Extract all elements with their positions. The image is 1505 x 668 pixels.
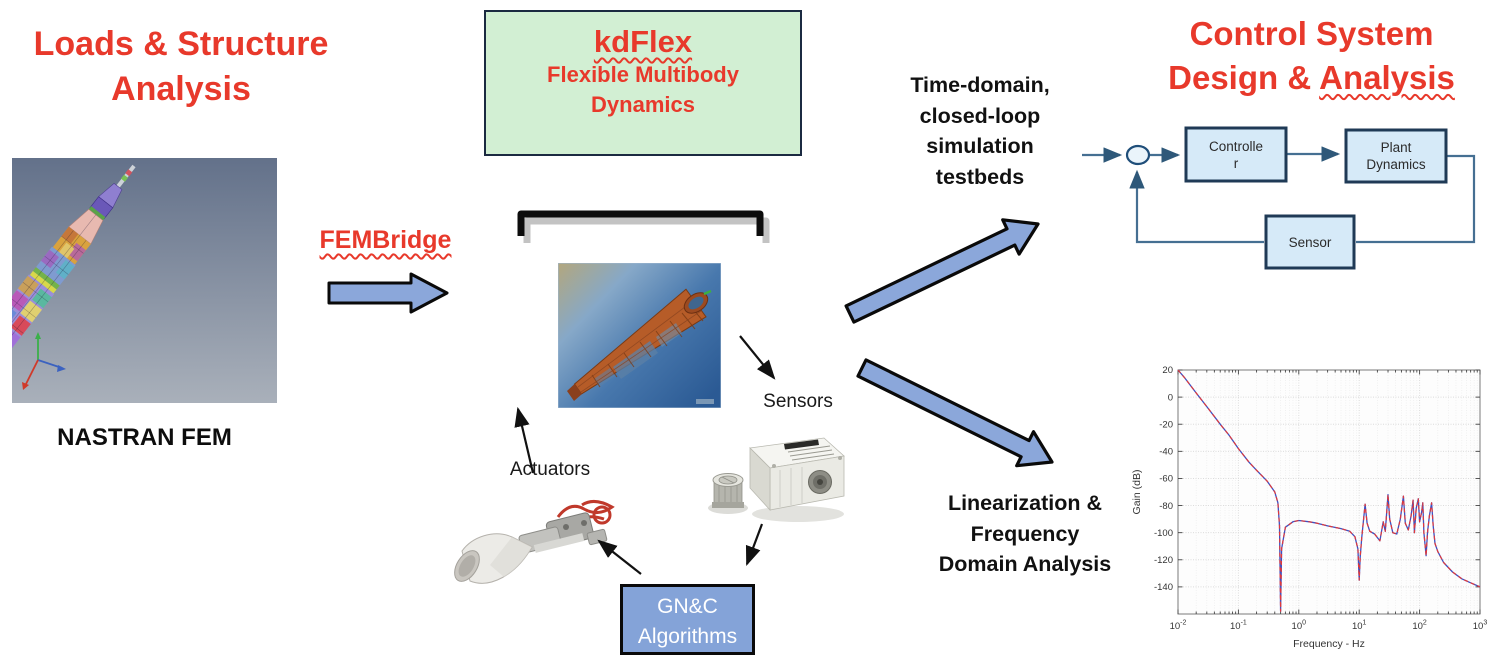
svg-text:102: 102	[1412, 620, 1427, 633]
linearization-caption-line2: Frequency	[970, 521, 1080, 546]
gnc-label-line1: GN&C	[657, 595, 718, 618]
testbeds-caption-line2: closed-loop	[919, 103, 1041, 128]
svg-text:100: 100	[1292, 620, 1307, 633]
svg-text:103: 103	[1473, 620, 1488, 633]
testbeds-caption-line3: simulation	[926, 134, 1034, 159]
mesh-rocket	[567, 288, 712, 401]
linearization-caption-line3: Domain Analysis	[938, 552, 1112, 577]
nastran-fem-caption: NASTRAN FEM	[57, 424, 232, 451]
kdflex-box: kdFlex Flexible Multibody Dynamics	[484, 10, 802, 156]
svg-text:-20: -20	[1159, 419, 1173, 430]
top-bracket-icon	[517, 210, 770, 243]
plant-dynamics-box	[1344, 128, 1448, 184]
linearization-caption: Linearization & Frequency Domain Analysi…	[903, 488, 1147, 580]
svg-text:0: 0	[1168, 392, 1173, 403]
arrow-model-to-sensors	[739, 335, 776, 380]
svg-text:101: 101	[1352, 620, 1367, 633]
gnc-label-line2: Algorithms	[637, 625, 738, 649]
testbeds-caption-line4: testbeds	[935, 164, 1025, 189]
svg-text:Gain (dB): Gain (dB)	[1131, 470, 1143, 515]
controller-label-line2: r	[1234, 156, 1239, 171]
arrow-to-testbeds-icon	[844, 218, 1040, 324]
svg-text:Frequency - Hz: Frequency - Hz	[1293, 638, 1365, 650]
testbeds-caption-line1: Time-domain,	[910, 73, 1050, 97]
sensor-label: Sensor	[1289, 235, 1332, 250]
control-system-title-line1: Control System	[1189, 15, 1434, 52]
svg-text:-140: -140	[1154, 582, 1173, 593]
loads-structure-title: Loads & Structure Analysis	[0, 22, 362, 112]
plant-output-line	[1356, 154, 1476, 244]
svg-text:-60: -60	[1159, 474, 1173, 485]
actuators-image	[454, 500, 615, 584]
svg-text:-100: -100	[1154, 528, 1173, 539]
bode-plot: 20 0 -20 -40 -60 -80 -100 -120 -140 10-2 10-1 100 10…	[1131, 365, 1488, 650]
svg-text:10-1: 10-1	[1230, 620, 1247, 633]
fembridge-label: FEMBridge	[319, 226, 452, 254]
kdflex-subtitle-line2: Dynamics	[591, 91, 695, 117]
svg-text:-80: -80	[1159, 501, 1173, 512]
plant-label-line2: Dynamics	[1366, 157, 1426, 172]
feedback-line	[1129, 169, 1264, 244]
actuators-label: Actuators	[509, 459, 591, 480]
summing-junction	[1125, 144, 1151, 166]
controller-box	[1184, 126, 1288, 183]
loads-structure-title-line1: Loads & Structure	[33, 25, 329, 63]
linearization-caption-line1: Linearization &	[947, 491, 1103, 515]
svg-text:-40: -40	[1159, 447, 1173, 458]
svg-text:-120: -120	[1154, 555, 1173, 566]
arrow-sensors-to-gnc	[745, 523, 764, 567]
loads-structure-title-line2: Analysis	[111, 69, 251, 108]
arrow-to-linearization-icon	[856, 358, 1054, 468]
sensors-label: Sensors	[763, 391, 833, 412]
sensors-image	[708, 437, 845, 522]
plant-label-line1: Plant	[1381, 140, 1412, 155]
axes-triad-icon	[22, 332, 66, 390]
sensor-box	[1264, 214, 1356, 270]
svg-text:10-2: 10-2	[1170, 620, 1187, 633]
control-block-diagram: Controlle r Plant Dynamics Sensor	[1082, 126, 1476, 270]
control-system-title: Control System Design & Analysis	[1118, 12, 1505, 99]
fem-rocket	[12, 164, 136, 375]
control-system-title-line2: Design & Analysis	[1168, 58, 1455, 96]
controller-label-line1: Controlle	[1209, 139, 1263, 154]
nastran-fem-image	[12, 158, 277, 403]
kdflex-model-image	[558, 263, 721, 408]
kdflex-title: kdFlex	[593, 24, 693, 59]
testbeds-caption: Time-domain, closed-loop simulation test…	[852, 70, 1108, 192]
gnc-algorithms-box: GN&C Algorithms	[620, 584, 755, 655]
svg-text:20: 20	[1162, 365, 1173, 376]
kdflex-subtitle-line1: Flexible Multibody	[547, 62, 739, 87]
fembridge-arrow-icon	[327, 272, 449, 314]
